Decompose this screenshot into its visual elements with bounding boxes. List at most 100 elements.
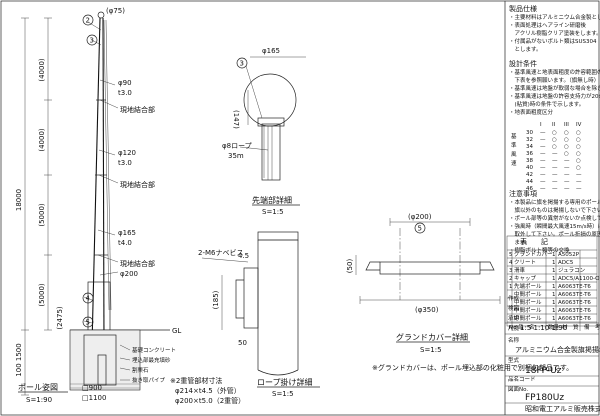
col-name: 品 名 (518, 323, 535, 331)
tip-callout-label: 3 (240, 60, 244, 68)
wind-table-side: 基 (511, 132, 517, 140)
wind-table-cell: 32 (526, 137, 533, 143)
approve-label: 承認 (508, 314, 520, 322)
parts-qty: 1 (552, 276, 556, 282)
base-w2: □1100 (82, 394, 106, 402)
notes-panel: 製品仕様 ・主要材料はアルミニウム合金製とします。・表面処理はヘアライン研磨後 … (504, 1, 600, 415)
cover-plate (379, 261, 481, 275)
thk-3-label: t3.0 (118, 159, 132, 167)
cover-dia-top: (φ200) (408, 213, 432, 221)
wind-table-cell: ○ (564, 137, 569, 143)
wind-table-cell: — (564, 158, 570, 164)
callout-2-circle (82, 14, 94, 26)
rope-line (105, 19, 112, 311)
cover-lip-left (365, 261, 380, 271)
wind-table-cell: ○ (564, 144, 569, 150)
tip-shaft (261, 123, 281, 181)
rope-title: ロープ掛け詳細 (257, 377, 313, 387)
spec-line: とします。 (509, 46, 541, 53)
joint-3-label: 現地結合部 (120, 259, 155, 268)
parts-no: 1 (509, 284, 513, 290)
pole-outline-left (91, 17, 101, 346)
tip-rope (263, 126, 273, 180)
wind-table-cell: — (552, 165, 558, 171)
pipe-note-line3: φ200×t5.0（2重管） (175, 396, 245, 405)
col-qty: 数量 (548, 323, 560, 331)
spec-title: 製品仕様 (509, 4, 537, 13)
gravel-hatch (70, 383, 140, 389)
design-line: ・地表面粗度区分 (509, 108, 554, 116)
joint-2-label: 現地結合部 (120, 180, 155, 189)
name-label: 名称 (508, 336, 520, 344)
tip-dia: φ165 (262, 47, 280, 55)
spec-line: ・表面処理はヘアライン研磨後 (509, 21, 587, 29)
cleat-hook (235, 279, 244, 319)
wind-table-header: II (552, 122, 556, 128)
tip-pulley (257, 117, 285, 127)
cover-dim-50: (50) (346, 259, 354, 274)
rope-detail-cap (257, 231, 299, 241)
wind-table-cell: 42 (526, 172, 533, 178)
parts-qty: 1 (552, 292, 556, 298)
col-note: 備 考 (584, 323, 600, 331)
wind-table-cell: — (552, 151, 558, 157)
thk-2-label: t3.0 (118, 89, 132, 97)
parts-name: 先端ポール (514, 282, 542, 290)
wind-table-cell: — (540, 158, 546, 164)
seg2-length: (4000) (38, 128, 46, 152)
cover-callout-circle (414, 222, 426, 234)
parts-qty: 1 (552, 268, 556, 274)
cover-detail: 5 (φ200) (φ350) (50) グランドカバー詳細 S=1:5 ※グラ… (346, 213, 573, 372)
parts-qty: 1 (552, 316, 556, 322)
scale-label: 尺度 (508, 324, 520, 332)
scale-value: 1:5 1:10 1:90 (520, 324, 567, 332)
dia-4-label: φ165 (118, 229, 136, 237)
foundation-label: 基礎コンクリート (132, 346, 176, 354)
parts-name: クリート (514, 259, 536, 266)
drawing-label: 図面No. (508, 386, 528, 393)
spec-line: ・付属品がないボルト類はSUS304 (509, 37, 597, 45)
dia-2-label: φ90 (118, 79, 132, 87)
design-title: 設計条件 (509, 59, 537, 68)
callout-3-circle (86, 34, 98, 46)
spec-line: ・主要材料はアルミニウム合金製とします。 (509, 13, 600, 21)
wind-table-cell: — (564, 172, 570, 178)
seg1-length: (4000) (38, 58, 46, 82)
dia-top-label: (φ75) (106, 7, 125, 15)
rope-detail: 2-M6ナベビス 4.5 (185) 50 ロープ掛け詳細 S=1:5 (198, 231, 320, 398)
spec-line: アクリル樹脂クリア塗装をします。 (509, 29, 600, 37)
parts-qty: 1 (552, 284, 556, 290)
caution-line: ます。 (509, 239, 530, 246)
dia-base-label: φ200 (120, 270, 138, 278)
model-value: 18FP-Uz (525, 366, 562, 376)
pole-view-scale: S=1:90 (26, 396, 52, 404)
rope-tube-bottom (257, 369, 299, 376)
wind-table-cell: ○ (564, 151, 569, 157)
pole-outline-right (102, 17, 105, 346)
wind-table-header: I (540, 122, 542, 128)
wind-table-cell: ○ (576, 137, 581, 143)
gravel-label: 割栗石 (132, 366, 149, 374)
parts-qty: 1 (552, 260, 556, 266)
dim-ticks (21, 17, 52, 396)
parts-material: A5052P (558, 252, 580, 258)
callout-4-label: 4 (86, 295, 91, 303)
tip-leader (245, 65, 263, 119)
rope-scale: S=1:5 (272, 390, 294, 398)
design-lines: ・基準風速と地表面粗度の許容範囲の目安は 下表を参照願います。（旗無し時）・基準… (509, 68, 600, 116)
wind-table-cell: ○ (576, 130, 581, 136)
model-label: 型式 (508, 356, 520, 364)
cleat (243, 267, 259, 329)
parts-material: A6063TE-T6 (558, 316, 591, 322)
company: 昭和電工アルミ販売株式会社 (525, 404, 600, 413)
wind-table-cell: 40 (526, 165, 533, 171)
parts-material: ADC5 (558, 260, 574, 266)
wind-table-header: IV (576, 122, 582, 128)
cover-dia-bot: (φ350) (415, 306, 439, 314)
under-length: 100 1500 (15, 343, 23, 376)
parts-material: A6063TE-T6 (558, 284, 591, 290)
gl-label: GL (172, 327, 181, 335)
cover-callout-label: 5 (418, 225, 422, 233)
